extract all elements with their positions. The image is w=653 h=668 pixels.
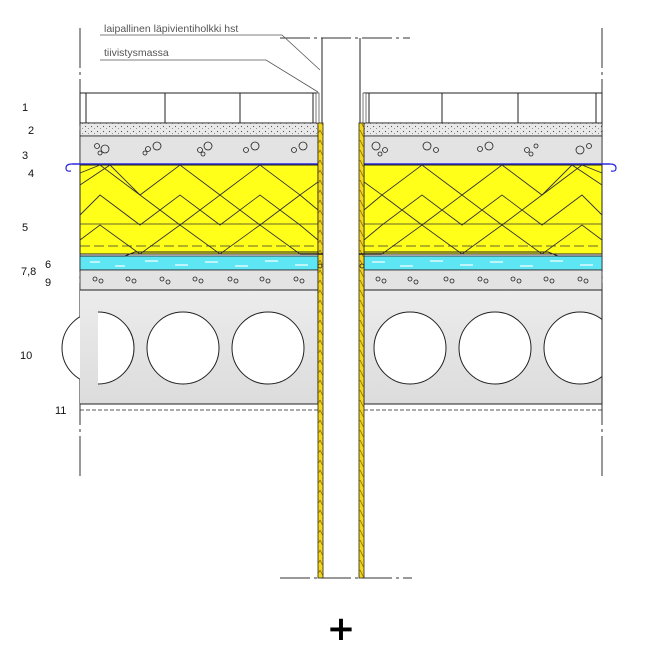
plus-symbol: + xyxy=(327,609,356,649)
right-floor-build-up xyxy=(363,92,622,411)
layer-number-3: 3 xyxy=(22,150,28,162)
layer-number-11: 11 xyxy=(55,405,66,417)
left-floor-build-up xyxy=(61,92,319,411)
sealant-annotation: tiivistysmassa xyxy=(104,47,169,59)
sleeve-annotation: laipallinen läpivientiholkki hst xyxy=(104,23,238,35)
right-aggregates xyxy=(371,141,592,157)
pipe-penetration xyxy=(300,38,382,579)
right-aggregates-lower xyxy=(375,276,589,285)
layer-number-2: 2 xyxy=(28,125,34,137)
annotation-leaders xyxy=(100,34,321,93)
layer-number-10: 10 xyxy=(20,350,32,362)
layer-number-7-8: 7,8 xyxy=(21,266,36,278)
layer-number-5: 5 xyxy=(22,222,28,234)
layer-number-9: 9 xyxy=(45,277,51,289)
layer-number-4: 4 xyxy=(28,168,34,180)
layer-number-6: 6 xyxy=(45,259,51,271)
layer-number-1: 1 xyxy=(22,102,28,114)
left-aggregates xyxy=(94,141,308,157)
left-aggregates-lower xyxy=(92,276,305,285)
